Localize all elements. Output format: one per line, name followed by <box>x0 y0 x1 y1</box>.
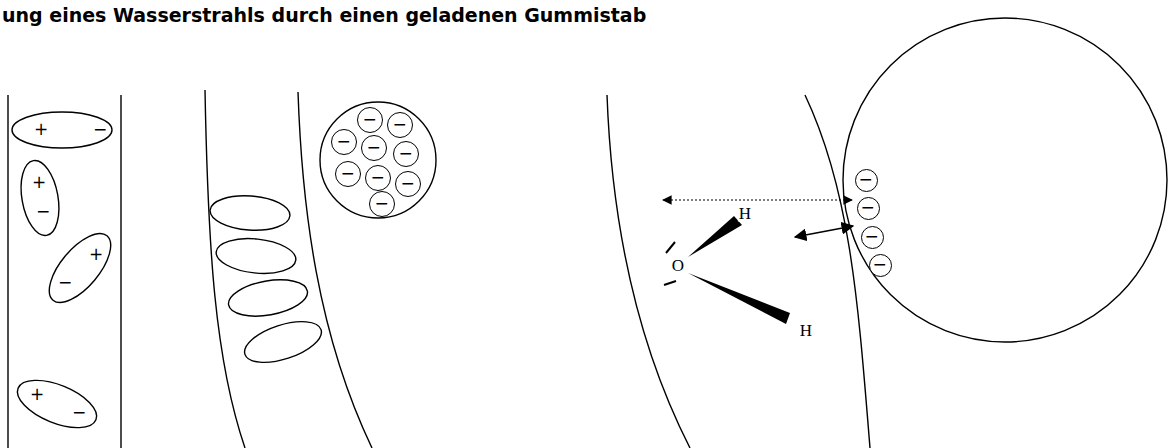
charge-sign: + <box>32 174 46 191</box>
charge-sign: − <box>872 256 886 273</box>
charge-sign: + <box>34 121 48 138</box>
distance-arrow <box>663 199 852 200</box>
distance-arrow <box>795 226 853 237</box>
dipole-ellipse: +− <box>36 224 124 312</box>
charge-sign: − <box>370 169 384 186</box>
rubber-rod <box>843 18 1167 342</box>
charge-sign: − <box>864 228 878 245</box>
charge-circle: − <box>387 112 413 138</box>
charge-sign: − <box>58 274 72 291</box>
charge-sign: − <box>336 133 350 150</box>
charge-circle: − <box>331 129 357 155</box>
charge-circle: − <box>855 169 878 192</box>
charge-circle: − <box>369 191 395 217</box>
charge-sign: + <box>89 246 103 263</box>
charge-circle: − <box>857 197 880 220</box>
atom-label: O <box>671 257 685 274</box>
charge-circle: − <box>335 161 361 187</box>
lone-pair <box>664 281 676 285</box>
charge-sign: + <box>30 386 44 403</box>
charge-circle: − <box>395 171 421 197</box>
stream-wall <box>607 95 690 448</box>
charge-sign: − <box>374 195 388 212</box>
charge-sign: − <box>860 199 874 216</box>
charge-circle: − <box>869 254 892 277</box>
charge-sign: − <box>392 116 406 133</box>
ellipse-outline <box>36 224 124 312</box>
lone-pair <box>666 242 675 253</box>
dipole-ellipse: +− <box>0 158 80 238</box>
rubber-rod <box>320 102 436 218</box>
charge-sign: − <box>72 404 86 421</box>
charge-circle: − <box>393 141 419 167</box>
charge-sign: − <box>340 165 354 182</box>
bond-wedge <box>688 216 742 257</box>
atom-label: H <box>799 322 813 339</box>
stream-wall <box>7 95 8 448</box>
stream-wall <box>205 90 245 448</box>
heading: ung eines Wasserstrahls durch einen gela… <box>2 4 646 26</box>
charge-sign: − <box>366 139 380 156</box>
charge-circle: − <box>357 107 383 133</box>
charge-sign: − <box>398 145 412 162</box>
ellipse-outline <box>13 360 101 448</box>
ellipse-outline <box>0 158 80 238</box>
dipole-ellipses <box>209 193 326 370</box>
dipole-ellipse: +− <box>13 360 101 448</box>
charge-sign: − <box>362 111 376 128</box>
charge-circle: − <box>361 135 387 161</box>
stream-wall <box>120 95 121 448</box>
bond-wedge <box>688 273 790 324</box>
charge-sign: − <box>858 171 872 188</box>
charge-sign: − <box>400 175 414 192</box>
charge-circle: − <box>365 165 391 191</box>
stream-wall <box>805 95 870 448</box>
charge-sign: − <box>93 121 107 138</box>
charge-circle: − <box>861 226 884 249</box>
charge-sign: − <box>36 203 50 220</box>
atom-label: H <box>738 205 752 222</box>
